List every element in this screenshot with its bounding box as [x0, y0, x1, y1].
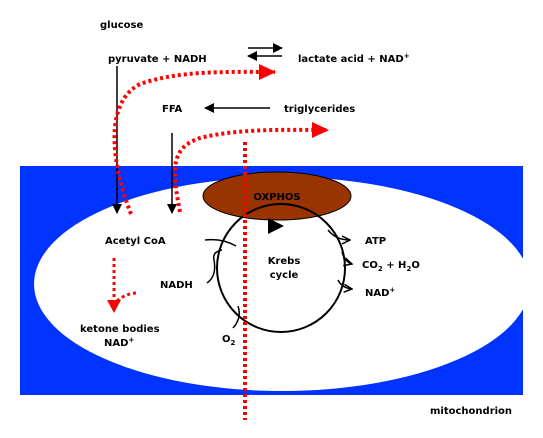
triglycerides-label: triglycerides [284, 104, 355, 115]
ketone-branch-flux-line [114, 291, 137, 304]
oxphos-label: OXPHOS [253, 192, 300, 203]
o2-label: O2 [222, 334, 236, 347]
krebs-label-line1: Krebs [268, 256, 301, 267]
ketone-bodies-label: ketone bodies [80, 324, 160, 335]
krebs-to-atp-arrow [327, 229, 350, 240]
ffa-flux-arrow [172, 121, 329, 213]
o2-into-krebs-arrow [232, 305, 240, 329]
oxphos-complex [202, 171, 352, 221]
co2-h2o-label: CO2 + H2O [362, 260, 420, 273]
nadh-label: NADH [160, 280, 193, 291]
mitochondrial-matrix [34, 177, 530, 391]
nad-output-label: NAD+ [365, 286, 395, 299]
krebs-to-co2-arrow [341, 251, 352, 264]
acetylcoa-into-krebs-arrow [204, 238, 237, 247]
acetyl-coa-label: Acetyl CoA [105, 236, 166, 247]
pyruvate-nadh-label: pyruvate + NADH [108, 54, 207, 65]
ketone-nad-label: NAD+ [104, 336, 134, 349]
lactate-nad-label: lactate acid + NAD+ [298, 52, 410, 65]
atp-label: ATP [365, 236, 386, 247]
ffa-label: FFA [162, 104, 183, 115]
krebs-label-line2: cycle [270, 270, 299, 281]
pyruvate-flux-arrow [112, 63, 276, 215]
krebs-cycle-circle [216, 203, 346, 333]
mitochondrion-label: mitochondrion [430, 406, 512, 417]
krebs-cycle-direction-arrow [268, 218, 284, 234]
krebs-to-nad-arrow [337, 279, 352, 289]
nadh-into-krebs-arrow [206, 249, 223, 284]
glucose-label: glucose [100, 20, 143, 31]
